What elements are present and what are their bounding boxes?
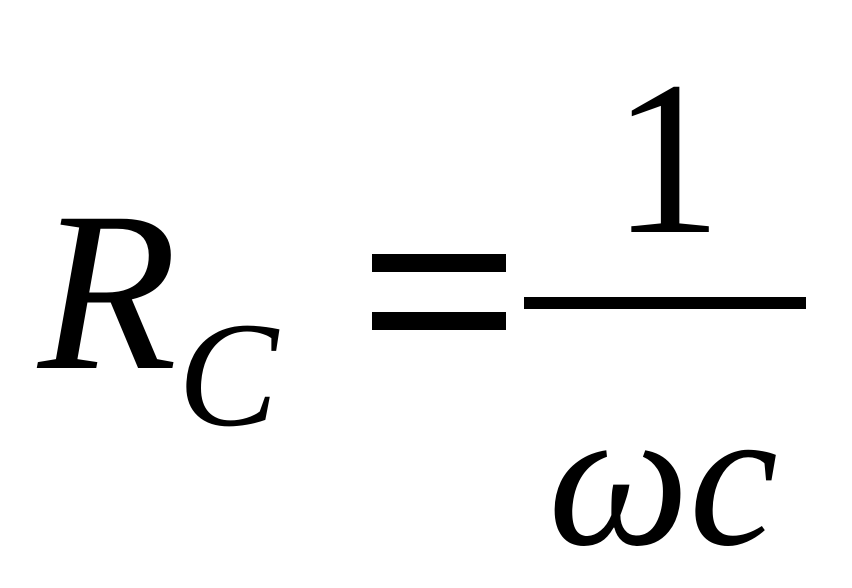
fraction-denominator: ωc — [548, 367, 778, 588]
equals-sign-top-bar — [372, 254, 506, 272]
fraction-bar — [524, 297, 806, 309]
equals-sign-bottom-bar — [372, 312, 506, 330]
lhs-subscript: C — [178, 292, 279, 458]
fraction-numerator: 1 — [612, 36, 722, 280]
lhs-symbol: R — [38, 166, 178, 418]
